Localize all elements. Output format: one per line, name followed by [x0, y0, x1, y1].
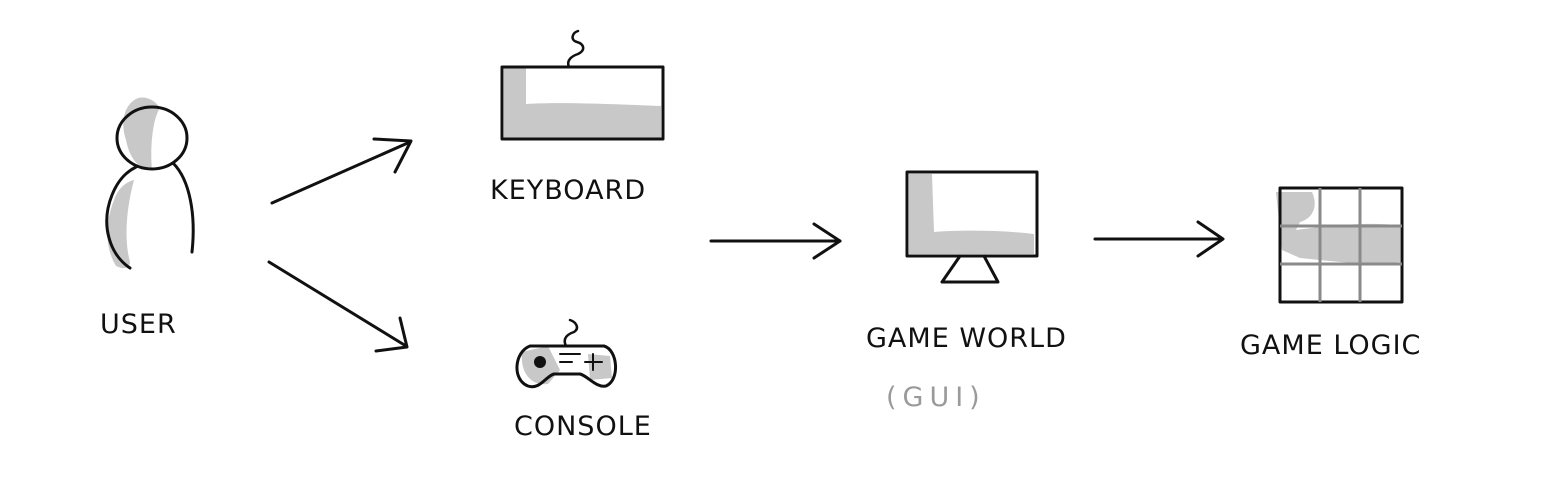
game-world-node: GAME WORLD (GUI) [866, 170, 1067, 413]
keyboard-label: KEYBOARD [490, 175, 646, 206]
console-label: CONSOLE [514, 411, 652, 442]
arrow-user-to-keyboard [270, 137, 413, 205]
person-icon [105, 97, 195, 270]
console-node: CONSOLE [514, 318, 652, 442]
game-logic-node: GAME LOGIC [1240, 186, 1421, 361]
arrow-game-world-to-game-logic [1093, 220, 1225, 258]
keyboard-icon [500, 29, 665, 141]
grid-icon [1276, 186, 1404, 304]
keyboard-node: KEYBOARD [490, 29, 665, 206]
game-logic-label: GAME LOGIC [1240, 330, 1421, 361]
gamepad-dpad-dot [534, 356, 546, 368]
game-world-label: GAME WORLD [866, 323, 1067, 354]
user-label: USER [100, 309, 177, 340]
arrow-inputs-to-game-world [709, 222, 842, 260]
user-node: USER [100, 97, 195, 340]
arrow-user-to-console [267, 260, 409, 353]
monitor-icon [905, 170, 1039, 284]
game-world-sublabel: (GUI) [886, 382, 986, 413]
gamepad-icon [515, 318, 617, 389]
